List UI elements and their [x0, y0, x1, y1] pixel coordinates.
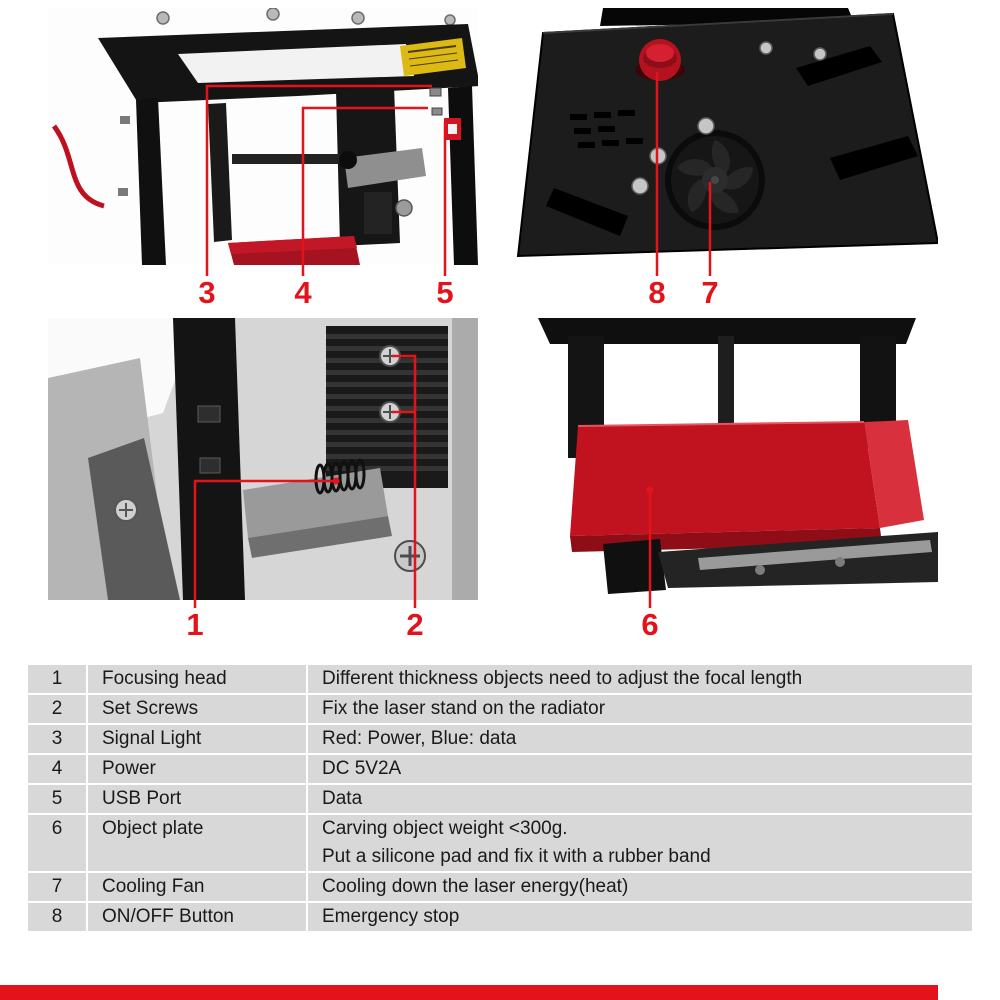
row-number: 2 — [51, 698, 63, 719]
part-name: Cooling Fan — [86, 873, 306, 901]
bottom-plate-illustration — [508, 8, 938, 265]
callout-number-2: 2 — [406, 607, 424, 642]
description-line-1: Carving object weight <300g. — [322, 818, 568, 839]
part-description: Data — [306, 785, 972, 813]
part-description: Fix the laser stand on the radiator — [306, 695, 972, 723]
machine-frame-illustration — [48, 8, 478, 265]
table-row-usb-port: 5 USB Port Data — [28, 785, 972, 813]
frame-column — [173, 318, 245, 600]
warning-label — [400, 38, 466, 76]
part-description: Different thickness objects need to adju… — [306, 665, 972, 693]
part-description: Emergency stop — [306, 903, 972, 931]
photo-bottom-plate — [508, 8, 938, 265]
table-row-object-plate: 6 Object plate Carving object weight <30… — [28, 815, 972, 871]
photo-object-plate — [508, 318, 938, 600]
usb-port-marker — [444, 118, 461, 140]
table-row-onoff-button: 8 ON/OFF Button Emergency stop — [28, 903, 972, 931]
object-plate — [570, 420, 924, 552]
row-number: 6 — [51, 818, 63, 839]
spec-table: 1 Focusing head Different thickness obje… — [28, 665, 972, 933]
bottom-accent-bar — [0, 985, 938, 1000]
table-row-power: 4 Power DC 5V2A — [28, 755, 972, 783]
side-rail — [452, 318, 478, 600]
table-row-focusing-head: 1 Focusing head Different thickness obje… — [28, 665, 972, 693]
part-description: DC 5V2A — [306, 755, 972, 783]
plate-screws — [631, 41, 827, 195]
row-number: 3 — [51, 728, 63, 749]
callout-number-8: 8 — [648, 275, 666, 310]
laser-head-illustration — [48, 318, 478, 600]
object-plate-illustration — [508, 318, 938, 600]
part-description: Red: Power, Blue: data — [306, 725, 972, 753]
part-name: Set Screws — [86, 695, 306, 723]
power-button — [635, 39, 685, 81]
table-row-set-screws: 2 Set Screws Fix the laser stand on the … — [28, 695, 972, 723]
callout-number-3: 3 — [198, 275, 216, 310]
photo-machine-frame — [48, 8, 478, 265]
cooling-fan — [665, 130, 765, 230]
row-number: 5 — [51, 788, 63, 809]
table-row-cooling-fan: 7 Cooling Fan Cooling down the laser ene… — [28, 873, 972, 901]
photo-laser-head-closeup — [48, 318, 478, 600]
part-description: Cooling down the laser energy(heat) — [306, 873, 972, 901]
plate-cutouts — [546, 46, 918, 236]
row-number: 4 — [51, 758, 63, 779]
vent-slots — [570, 110, 643, 148]
part-name: Signal Light — [86, 725, 306, 753]
callout-number-7: 7 — [701, 275, 719, 310]
part-name: Object plate — [86, 815, 306, 871]
focusing-head-coil — [314, 458, 366, 495]
part-name: USB Port — [86, 785, 306, 813]
power-wire — [51, 124, 105, 209]
callout-number-1: 1 — [186, 607, 204, 642]
part-name: Focusing head — [86, 665, 306, 693]
callout-number-5: 5 — [436, 275, 454, 310]
description-line-2: Put a silicone pad and fix it with a rub… — [322, 846, 711, 867]
part-description: Carving object weight <300g. Put a silic… — [306, 815, 972, 871]
port-cluster — [429, 87, 461, 140]
part-name: Power — [86, 755, 306, 783]
row-number: 7 — [51, 876, 63, 897]
callout-number-4: 4 — [294, 275, 312, 310]
mounting-screw — [394, 540, 426, 572]
part-name: ON/OFF Button — [86, 903, 306, 931]
frame-screws — [156, 8, 456, 26]
table-row-signal-light: 3 Signal Light Red: Power, Blue: data — [28, 725, 972, 753]
row-number: 8 — [51, 906, 63, 927]
row-number: 1 — [51, 668, 63, 689]
callout-number-6: 6 — [641, 607, 659, 642]
front-left-leg — [136, 98, 166, 265]
top-beam — [538, 318, 916, 344]
